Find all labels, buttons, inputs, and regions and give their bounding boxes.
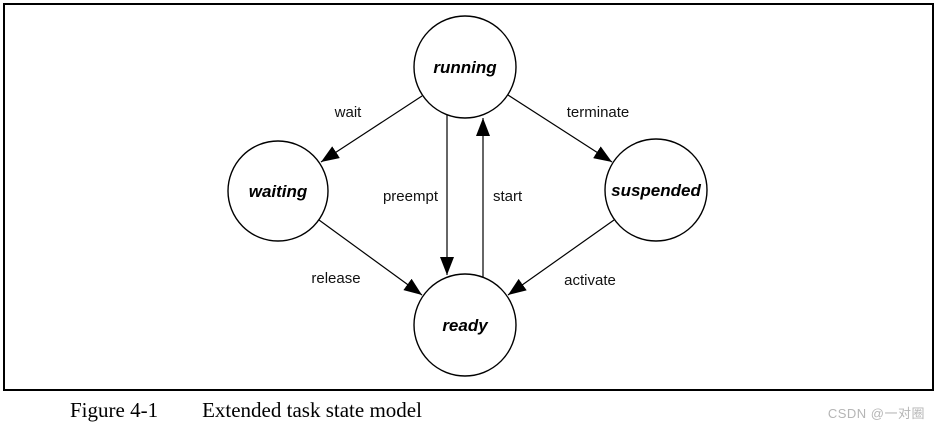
transition-terminate-arrow (507, 94, 613, 163)
transition-terminate-label: terminate (567, 104, 630, 121)
transition-wait-label: wait (334, 104, 363, 121)
transition-preempt-label: preempt (383, 188, 439, 205)
transition-activate-arrow (507, 219, 615, 296)
state-waiting-circle (227, 140, 329, 242)
transition-activate-label: activate (564, 272, 616, 289)
transition-start-label: start (493, 188, 523, 205)
watermark: CSDN @一对圈 (827, 406, 925, 421)
transition-release-arrow (318, 219, 423, 296)
transition-wait-arrow (320, 95, 423, 163)
state-suspended-circle (604, 138, 708, 242)
state-waiting-label: waiting (249, 182, 308, 201)
state-running-label: running (433, 58, 497, 77)
state-ready-circle (413, 273, 517, 377)
state-ready-label: ready (442, 316, 489, 335)
state-running-circle (413, 15, 517, 119)
transition-release-label: release (311, 270, 360, 287)
figure-number: Figure 4-1 (70, 398, 159, 422)
figure-caption: Figure 4-1 Extended task state model (70, 398, 422, 423)
diagram-border (3, 3, 934, 391)
state-suspended-label: suspended (611, 181, 701, 200)
figure-title: Extended task state model (202, 398, 422, 422)
